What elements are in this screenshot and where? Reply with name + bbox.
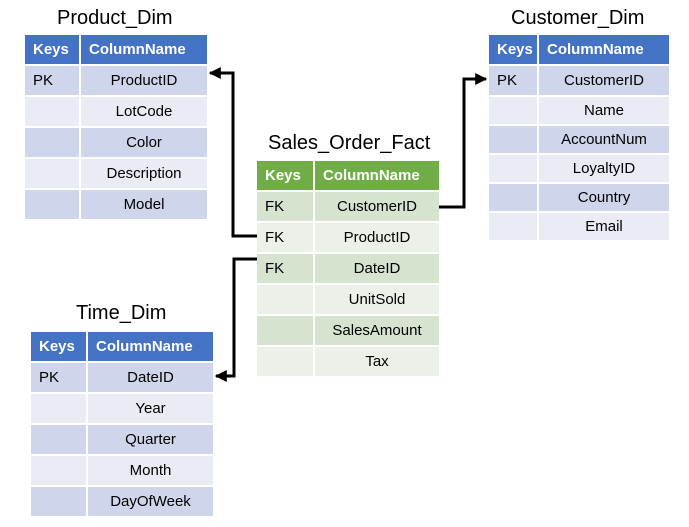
column-cell: SalesAmount <box>315 316 439 347</box>
column-cell: Model <box>81 190 207 221</box>
keys-header: Keys <box>25 35 81 66</box>
key-cell <box>257 285 315 316</box>
sales-order-fact-table: Keys ColumnName FK CustomerID FK Product… <box>257 161 439 378</box>
table-row: Name <box>489 97 669 126</box>
customer-dim-table: Keys ColumnName PK CustomerID Name Accou… <box>489 35 669 242</box>
key-cell <box>31 487 88 518</box>
key-cell <box>31 394 88 425</box>
column-cell: Color <box>81 128 207 159</box>
table-row: Tax <box>257 347 439 378</box>
table-row: Model <box>25 190 207 221</box>
table-row: FK ProductID <box>257 223 439 254</box>
key-cell <box>25 97 81 128</box>
table-row: Country <box>489 184 669 213</box>
table-row: Email <box>489 213 669 242</box>
column-cell: Quarter <box>88 425 213 456</box>
keys-header: Keys <box>31 332 88 363</box>
table-header-row: Keys ColumnName <box>25 35 207 66</box>
key-cell: FK <box>257 223 315 254</box>
column-cell: Description <box>81 159 207 190</box>
key-cell <box>31 425 88 456</box>
column-cell: ProductID <box>315 223 439 254</box>
table-row: PK DateID <box>31 363 213 394</box>
table-header-row: Keys ColumnName <box>31 332 213 363</box>
table-row: AccountNum <box>489 126 669 155</box>
column-name-header: ColumnName <box>315 161 439 192</box>
table-row: Year <box>31 394 213 425</box>
column-cell: UnitSold <box>315 285 439 316</box>
product-relationship-line <box>208 67 257 238</box>
key-cell <box>489 97 539 126</box>
column-cell: Tax <box>315 347 439 378</box>
customer-dim-title: Customer_Dim <box>511 7 645 29</box>
table-row: SalesAmount <box>257 316 439 347</box>
column-cell: AccountNum <box>539 126 669 155</box>
table-row: Quarter <box>31 425 213 456</box>
column-cell: LoyaltyID <box>539 155 669 184</box>
table-row: PK CustomerID <box>489 66 669 97</box>
table-header-row: Keys ColumnName <box>257 161 439 192</box>
column-cell: CustomerID <box>539 66 669 97</box>
column-name-header: ColumnName <box>81 35 207 66</box>
column-cell: Name <box>539 97 669 126</box>
table-row: DayOfWeek <box>31 487 213 518</box>
key-cell <box>25 128 81 159</box>
product-dim-table: Keys ColumnName PK ProductID LotCode Col… <box>25 35 207 221</box>
column-cell: CustomerID <box>315 192 439 223</box>
key-cell: PK <box>489 66 539 97</box>
product-dim-title: Product_Dim <box>57 7 173 29</box>
column-cell: ProductID <box>81 66 207 97</box>
column-cell: LotCode <box>81 97 207 128</box>
table-row: Month <box>31 456 213 487</box>
column-cell: DateID <box>315 254 439 285</box>
key-cell <box>25 190 81 221</box>
time-dim-title: Time_Dim <box>76 302 167 324</box>
key-cell <box>489 126 539 155</box>
key-cell: FK <box>257 254 315 285</box>
key-cell <box>31 456 88 487</box>
table-row: PK ProductID <box>25 66 207 97</box>
column-cell: Month <box>88 456 213 487</box>
keys-header: Keys <box>489 35 539 66</box>
key-cell <box>489 184 539 213</box>
customer-relationship-line <box>439 73 488 209</box>
table-header-row: Keys ColumnName <box>489 35 669 66</box>
column-cell: DayOfWeek <box>88 487 213 518</box>
time-relationship-line <box>214 257 257 382</box>
key-cell: PK <box>25 66 81 97</box>
table-row: Description <box>25 159 207 190</box>
column-cell: Year <box>88 394 213 425</box>
sales-order-fact-title: Sales_Order_Fact <box>268 132 431 154</box>
column-cell: Email <box>539 213 669 242</box>
column-name-header: ColumnName <box>539 35 669 66</box>
keys-header: Keys <box>257 161 315 192</box>
column-cell: DateID <box>88 363 213 394</box>
column-name-header: ColumnName <box>88 332 213 363</box>
key-cell <box>257 316 315 347</box>
table-row: LotCode <box>25 97 207 128</box>
column-cell: Country <box>539 184 669 213</box>
key-cell <box>257 347 315 378</box>
table-row: FK CustomerID <box>257 192 439 223</box>
key-cell <box>25 159 81 190</box>
key-cell <box>489 213 539 242</box>
table-row: FK DateID <box>257 254 439 285</box>
key-cell: PK <box>31 363 88 394</box>
time-dim-table: Keys ColumnName PK DateID Year Quarter M… <box>31 332 213 518</box>
table-row: UnitSold <box>257 285 439 316</box>
key-cell: FK <box>257 192 315 223</box>
table-row: Color <box>25 128 207 159</box>
key-cell <box>489 155 539 184</box>
table-row: LoyaltyID <box>489 155 669 184</box>
